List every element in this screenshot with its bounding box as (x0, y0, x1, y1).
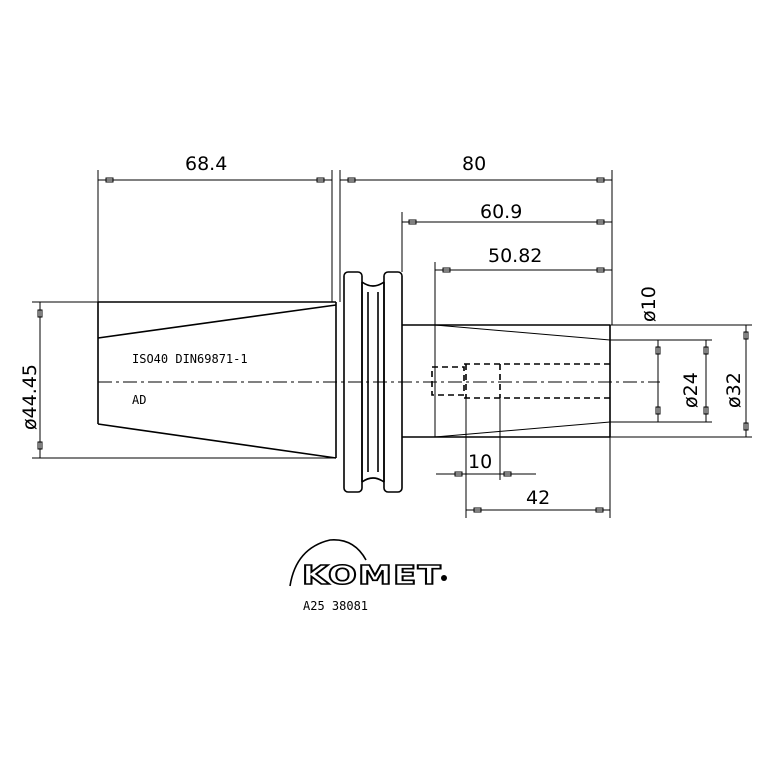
dim-label-taper-length: 68.4 (185, 153, 227, 175)
dim-overall-length: 80 (339, 153, 613, 325)
shank (402, 272, 611, 438)
registered-mark (441, 575, 447, 581)
dim-flange-diameter: ø44.45 (19, 301, 336, 459)
dim-label-bore-diameter: ø10 (638, 286, 660, 322)
komet-logo: KOMET (289, 539, 447, 592)
dim-label-shank-outer-diameter: ø32 (723, 372, 745, 408)
dim-label-bore-length: 42 (526, 487, 550, 509)
dim-label-shank-length: 60.9 (480, 201, 522, 223)
dim-bore-offset: 10 (436, 398, 536, 518)
bore-hidden (431, 363, 610, 399)
dim-label-flange-diameter: ø44.45 (19, 364, 41, 430)
dim-label-shank-inner-diameter: ø24 (680, 372, 702, 408)
dim-label-overall-length: 80 (462, 153, 486, 175)
dim-shank-inner-diameter: ø24 (610, 339, 712, 423)
dim-bore-length: 42 (466, 437, 611, 518)
dim-bore-depth: 50.82 (434, 245, 612, 273)
note-standard: ISO40 DIN69871-1 (132, 352, 248, 366)
dim-label-bore-depth: 50.82 (488, 245, 542, 267)
logo-brand-text: KOMET (302, 561, 442, 591)
note-form: AD (132, 393, 146, 407)
dim-taper-length: 68.4 (97, 153, 333, 302)
dim-shank-length: 60.9 (401, 201, 612, 272)
logo-arc (289, 539, 367, 587)
part-number: A25 38081 (303, 599, 368, 613)
dim-label-bore-offset: 10 (468, 451, 492, 473)
taper-body (97, 301, 337, 459)
dim-bore-diameter: ø10 (610, 286, 668, 423)
dim-shank-outer-diameter: ø32 (610, 324, 752, 438)
